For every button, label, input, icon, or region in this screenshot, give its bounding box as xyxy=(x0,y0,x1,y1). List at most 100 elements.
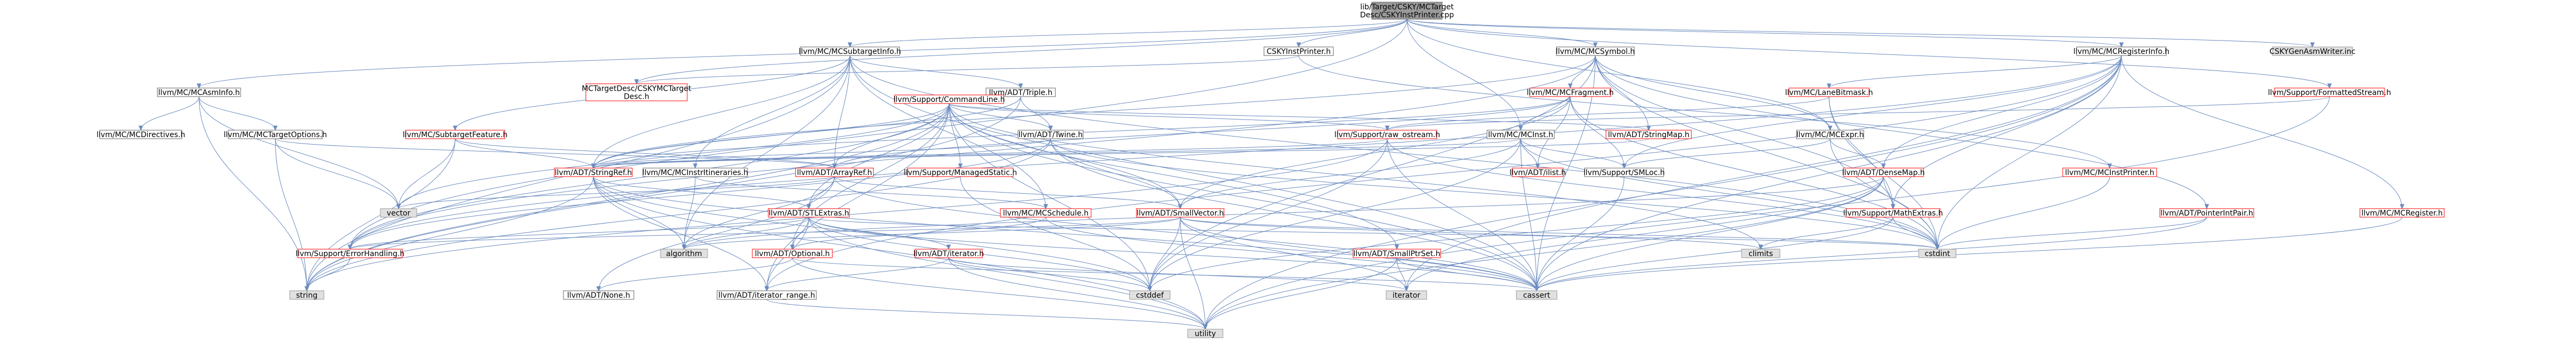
edge-root-to-genasmwriter xyxy=(1406,19,2315,48)
node-mcschedule[interactable]: llvm/MC/MCSchedule.h xyxy=(1000,208,1092,218)
edge-mcsymbol-to-mcexpr xyxy=(1595,55,1833,131)
node-box xyxy=(99,130,182,139)
edge-line xyxy=(849,55,1046,209)
node-label: lib/Target/CSKY/MCTarget xyxy=(1360,3,1454,12)
node-box xyxy=(405,130,505,139)
node-box xyxy=(1486,130,1555,139)
node-mathextras[interactable]: llvm/Support/MathExtras.h xyxy=(1843,208,1943,218)
node-mcregister[interactable]: llvm/MC/MCRegister.h xyxy=(2359,208,2445,218)
edge-arrowhead xyxy=(1535,163,1540,169)
edge-arrowhead xyxy=(1518,125,1523,131)
edge-arrowhead xyxy=(847,42,853,48)
node-subtarget[interactable]: llvm/MC/MCSubtargetInfo.h xyxy=(799,46,901,56)
edge-line xyxy=(834,176,1537,291)
edge-root-to-mcexpr xyxy=(1406,19,1833,131)
edge-line xyxy=(1050,138,1938,250)
node-stringref[interactable]: llvm/ADT/StringRef.h xyxy=(554,168,633,177)
node-utility: utility xyxy=(1187,329,1223,338)
node-managedstatic[interactable]: llvm/Support/ManagedStatic.h xyxy=(904,168,1017,177)
node-stlextras[interactable]: llvm/ADT/STLExtras.h xyxy=(768,208,850,218)
edge-line xyxy=(949,103,1761,250)
edge-line xyxy=(949,103,1388,131)
edge-arrowhead xyxy=(1147,286,1152,292)
node-mcinstrinfo[interactable]: llvm/MC/MCInstrItineraries.h xyxy=(642,168,749,177)
node-optional[interactable]: llvm/ADT/Optional.h xyxy=(752,249,833,258)
edge-mcregisterinfo-to-lanebitmask xyxy=(1826,55,2122,89)
edge-mcregisterinfo-to-mcregister xyxy=(2121,55,2405,210)
node-iteratorrange[interactable]: llvm/ADT/iterator_range.h xyxy=(717,290,817,300)
edge-lanebitmask-to-rawostream xyxy=(1385,96,1830,131)
edge-line xyxy=(1406,176,1884,291)
node-twine[interactable]: llvm/ADT/Twine.h xyxy=(1017,130,1084,139)
node-mcinstprinter[interactable]: llvm/MC/MCInstPrinter.h xyxy=(2062,168,2157,177)
node-errorhandling[interactable]: llvm/Support/ErrorHandling.h xyxy=(296,249,404,258)
edge-mcexpr-to-cstdint xyxy=(1830,138,1940,250)
edge-arrowhead xyxy=(1178,204,1183,210)
edge-mcexpr-to-densemap xyxy=(1830,138,1886,169)
edge-arrowhead xyxy=(452,125,458,131)
edge-line xyxy=(140,96,200,131)
node-mctargetoptions[interactable]: llvm/MC/MCTargetOptions.h xyxy=(224,130,327,139)
node-mcsymbol[interactable]: llvm/MC/MCSymbol.h xyxy=(1556,46,1635,56)
edge-line xyxy=(1298,19,1408,47)
node-box xyxy=(289,290,324,300)
node-mcregisterinfo[interactable]: llvm/MC/MCRegisterInfo.h xyxy=(2073,46,2169,56)
node-triple[interactable]: llvm/ADT/Triple.h xyxy=(985,88,1056,97)
node-mcexpr[interactable]: llvm/MC/MCExpr.h xyxy=(1796,130,1864,139)
edge-mcfragment-to-mcinst xyxy=(1518,96,1571,131)
node-algorithm: algorithm xyxy=(660,249,708,258)
node-box xyxy=(1584,168,1664,177)
node-subtargetfeature[interactable]: llvm/MC/SubtargetFeature.h xyxy=(403,130,507,139)
edge-line xyxy=(349,138,1051,250)
node-box xyxy=(228,130,323,139)
node-label: llvm/ADT/StringMap.h xyxy=(1608,131,1690,139)
node-box xyxy=(2272,46,2353,56)
node-formattedstream[interactable]: llvm/Support/FormattedStream.h xyxy=(2268,88,2391,97)
node-box xyxy=(1516,290,1557,300)
node-box xyxy=(380,208,417,218)
edge-line xyxy=(683,176,1884,250)
node-iterator[interactable]: llvm/ADT/iterator.h xyxy=(913,249,984,258)
edge-arrowhead xyxy=(591,163,596,169)
node-root[interactable]: lib/Target/CSKY/MCTargetDesc/CSKYInstPri… xyxy=(1360,2,1454,20)
node-mcfragment[interactable]: llvm/MC/MCFragment.h xyxy=(1526,88,1614,97)
node-smallvector[interactable]: llvm/ADT/SmallVector.h xyxy=(1136,208,1225,218)
edge-arrowhead xyxy=(1404,286,1409,292)
node-label: llvm/Support/MathExtras.h xyxy=(1843,209,1943,218)
node-mcdirectives[interactable]: llvm/MC/MCDirectives.h xyxy=(97,130,185,139)
node-box xyxy=(1796,130,1864,139)
node-ilist[interactable]: llvm/ADT/ilist.h xyxy=(1509,168,1566,177)
node-pointerintpair[interactable]: llvm/ADT/PointerIntPair.h xyxy=(2159,208,2254,218)
node-densemap[interactable]: llvm/ADT/DenseMap.h xyxy=(1842,168,1925,177)
edge-cskyinstprinter-to-cskymctargetdesc xyxy=(634,55,1299,85)
edge-mcsymbol-to-pointerintpair xyxy=(1595,55,2209,210)
node-box xyxy=(1136,208,1225,218)
node-lanebitmask[interactable]: llvm/MC/LaneBitmask.h xyxy=(1785,88,1873,97)
edge-line xyxy=(349,19,1408,250)
edge-arrowhead xyxy=(2327,83,2332,89)
edge-line xyxy=(1180,217,1206,330)
node-rawostream[interactable]: llvm/Support/raw_ostream.h xyxy=(1334,130,1440,139)
node-box xyxy=(1556,46,1635,56)
node-label: llvm/MC/SubtargetFeature.h xyxy=(403,131,507,139)
edge-line xyxy=(766,103,950,291)
node-label: llvm/MC/MCSubtargetInfo.h xyxy=(799,47,901,56)
node-commandline[interactable]: llvm/Support/CommandLine.h xyxy=(894,94,1005,104)
node-arrayref[interactable]: llvm/ADT/ArrayRef.h xyxy=(795,168,874,177)
edge-line xyxy=(593,138,1388,169)
node-smloc[interactable]: llvm/Support/SMLoc.h xyxy=(1584,168,1665,177)
node-mcinst[interactable]: llvm/MC/MCInst.h xyxy=(1486,130,1555,139)
node-mcasminfo[interactable]: llvm/MC/MCAsmInfo.h xyxy=(157,88,241,97)
node-box xyxy=(297,249,403,258)
node-box xyxy=(157,88,241,97)
node-smallptrset[interactable]: llvm/ADT/SmallPtrSet.h xyxy=(1353,249,1441,258)
dependency-edges xyxy=(138,19,2405,330)
node-label: iterator xyxy=(1393,291,1420,300)
edge-arrowhead xyxy=(2119,42,2124,48)
node-cskyinstprinter[interactable]: CSKYInstPrinter.h xyxy=(1263,46,1334,56)
edge-mctargetoptions-to-vector xyxy=(275,138,401,210)
node-stringmap[interactable]: llvm/ADT/StringMap.h xyxy=(1605,130,1692,139)
edge-arrowhead xyxy=(693,163,698,169)
node-none[interactable]: llvm/ADT/None.h xyxy=(563,290,634,300)
